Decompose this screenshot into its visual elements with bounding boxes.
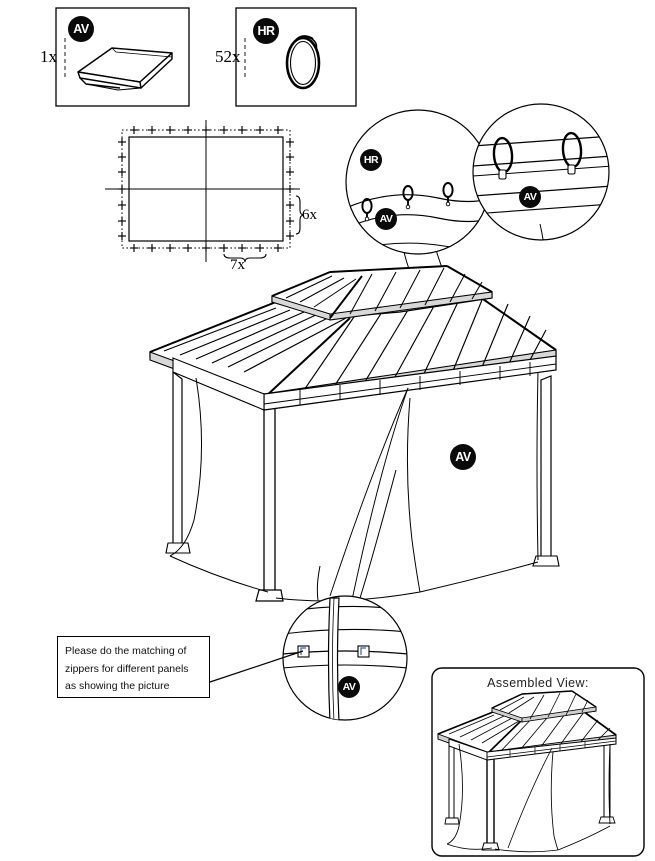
badge-hr-hook-detail: HR	[360, 149, 382, 171]
dimension-columns-label: 7x	[230, 257, 245, 273]
dimension-rows-label: 6x	[302, 207, 317, 223]
badge-av-zipper-detail: AV	[338, 676, 360, 698]
badge-av-main-curtain: AV	[450, 444, 476, 470]
detail-bubble-zipper	[209, 595, 408, 721]
badge-av-rail-detail: AV	[519, 186, 541, 208]
note-line-2: zippers for different panels	[65, 662, 189, 675]
note-line-3: as showing the picture	[65, 680, 170, 692]
hook-markers	[118, 126, 294, 252]
part-box-hr	[235, 7, 357, 107]
assembled-view-caption: Assembled View:	[487, 676, 589, 690]
detail-bubble-rail	[472, 103, 610, 241]
quantity-hr: 52x	[215, 47, 241, 66]
badge-av-fabric-detail: AV	[375, 208, 397, 230]
main-gazebo-illustration	[149, 265, 560, 602]
part-box-av	[55, 7, 190, 107]
quantity-av: 1x	[40, 47, 57, 66]
assembled-view-box	[431, 667, 645, 857]
panel-layout-diagram	[105, 120, 305, 263]
detail-bubble-hooks	[345, 109, 491, 255]
badge-av-part-box: AV	[68, 16, 94, 42]
note-line-1: Please do the matching of	[65, 645, 187, 657]
badge-hr-part-box: HR	[253, 18, 279, 44]
zipper-instruction-note: Please do the matching of zippers for di…	[57, 636, 210, 698]
